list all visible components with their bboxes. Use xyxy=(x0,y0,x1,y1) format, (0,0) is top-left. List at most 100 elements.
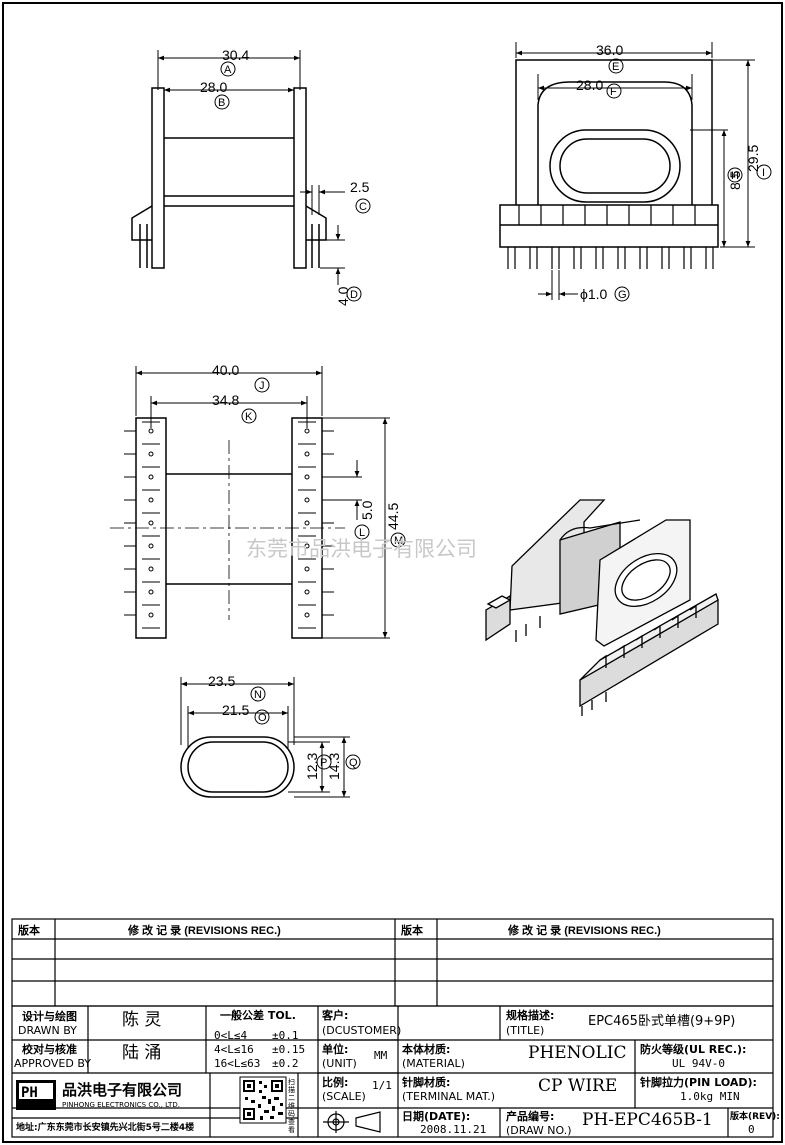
tol-val-2: ±0.15 xyxy=(272,1043,306,1056)
drawno-value: PH-EPC465B-1 xyxy=(582,1110,713,1130)
dim-d-letter: D xyxy=(350,289,358,301)
date-value: 2008.11.21 xyxy=(420,1123,487,1136)
dim-p-letter: P xyxy=(320,757,327,769)
rev-label: 版本(REV): xyxy=(730,1112,780,1122)
scale-label-cn: 比例: xyxy=(322,1076,349,1089)
scale-value: 1/1 xyxy=(372,1079,392,1092)
tol-range-2: 4<L≤16 xyxy=(214,1043,254,1056)
tolerance-title: 一般公差 TOL. xyxy=(220,1009,296,1022)
dim-q-value: 14.3 xyxy=(326,753,342,780)
dim-labels-oval: 23.5 N 21.5 O 12.3 P 14.3 Q xyxy=(208,673,361,780)
dim-n-value: 23.5 xyxy=(208,673,235,689)
dim-a-value: 30.4 xyxy=(222,47,249,63)
tol-range-1: 0<L≤4 xyxy=(214,1029,248,1042)
fire-value: UL 94V-0 xyxy=(672,1057,725,1070)
dim-labels-front: 36.0 E 28.0 F 8.5 H 29.5 I ϕ1.0 G xyxy=(576,42,772,302)
drawno-label-cn: 产品编号: xyxy=(506,1110,555,1123)
terminal-label-cn: 针脚材质: xyxy=(402,1076,451,1089)
checker-name: 陆 涌 xyxy=(122,1043,162,1063)
date-label: 日期(DATE): xyxy=(402,1110,471,1123)
unit-label-en: (UNIT) xyxy=(322,1057,357,1070)
rev-col-record-right: 修 改 记 录 (REVISIONS REC.) xyxy=(507,923,661,937)
title-value: EPC465卧式单槽(9+9P) xyxy=(588,1014,736,1029)
dim-e-letter: E xyxy=(612,61,619,73)
top-view-dims xyxy=(135,366,390,639)
design-label-en: DRAWN BY xyxy=(18,1024,77,1037)
dim-i-value: 29.5 xyxy=(745,145,761,172)
watermark: 东莞市品洪电子有限公司 xyxy=(246,537,477,561)
dim-k-letter: K xyxy=(245,411,253,423)
dim-m-value: 44.5 xyxy=(385,503,401,530)
unit-label-cn: 单位: xyxy=(322,1043,349,1056)
title-label-cn: 规格描述: xyxy=(506,1009,555,1022)
dim-c-letter: C xyxy=(359,201,367,213)
drawno-label-en: (DRAW NO.) xyxy=(506,1124,572,1137)
scale-label-en: (SCALE) xyxy=(322,1090,366,1103)
dim-j-letter: J xyxy=(259,380,265,392)
load-label: 针脚拉力(PIN LOAD): xyxy=(640,1076,757,1089)
material-label-cn: 本体材质: xyxy=(402,1043,451,1056)
dim-q-letter: Q xyxy=(349,757,358,769)
fire-label: 防火等级(UL REC.): xyxy=(640,1043,747,1056)
terminal-label-en: (TERMINAL MAT.) xyxy=(402,1090,496,1103)
rev-col-version-right: 版本 xyxy=(401,923,423,937)
tol-val-3: ±0.2 xyxy=(272,1057,299,1070)
qr-caption: 扫描二维码查看 xyxy=(288,1078,295,1134)
dim-j-value: 40.0 xyxy=(212,362,239,378)
dim-p-value: 12.3 xyxy=(304,753,320,780)
dim-f-value: 28.0 xyxy=(576,77,603,93)
side-view-dims xyxy=(157,50,345,285)
logo-text: PH xyxy=(21,1085,38,1101)
rev-value: 0 xyxy=(748,1123,755,1136)
company-address: 地址:广东东莞市长安镇先兴北街5号二楼4楼 xyxy=(16,1123,195,1133)
dim-labels-side: 30.4 A 28.0 B 2.5 C 4.0 D xyxy=(200,47,371,306)
dim-l-letter: L xyxy=(359,527,365,539)
dim-o-letter: O xyxy=(258,712,267,724)
material-value: PHENOLIC xyxy=(528,1043,627,1063)
oval-section xyxy=(180,736,295,798)
tol-val-1: ±0.1 xyxy=(272,1029,299,1042)
dim-c-value: 2.5 xyxy=(350,179,370,195)
dim-n-letter: N xyxy=(254,689,262,701)
dim-o-value: 21.5 xyxy=(222,702,249,718)
dim-g-letter: G xyxy=(618,289,627,301)
terminal-value: CP WIRE xyxy=(538,1076,618,1096)
tol-range-3: 16<L≤63 xyxy=(214,1057,261,1070)
oval-dims xyxy=(180,677,350,798)
company-name-cn: 品洪电子有限公司 xyxy=(62,1081,183,1099)
check-label-cn: 校对与核准 xyxy=(22,1043,77,1056)
company-name-en: PINHONG ELECTRONICS CO., LTD. xyxy=(62,1101,180,1109)
side-view xyxy=(131,87,327,269)
customer-label-cn: 客户: xyxy=(322,1009,349,1022)
load-value: 1.0kg MIN xyxy=(680,1090,740,1103)
title-label-en: (TITLE) xyxy=(506,1024,545,1037)
rev-col-record-left: 修 改 记 录 (REVISIONS REC.) xyxy=(127,923,281,937)
center-lines xyxy=(110,440,345,620)
dim-b-value: 28.0 xyxy=(200,79,227,95)
front-view-dims xyxy=(515,42,755,300)
isometric-view xyxy=(485,499,719,716)
dim-b-letter: B xyxy=(218,97,225,109)
qr-code xyxy=(239,1076,287,1124)
dim-i-letter: I xyxy=(762,167,765,179)
dim-f-letter: F xyxy=(610,86,617,98)
customer-label-en: (DCUSTOMER) xyxy=(322,1024,402,1037)
front-view-pins xyxy=(507,205,714,269)
unit-value: MM xyxy=(374,1049,388,1062)
dim-g-value: ϕ1.0 xyxy=(580,286,608,302)
rev-col-version-left: 版本 xyxy=(18,923,40,937)
check-label-en: APPROVED BY xyxy=(14,1057,92,1070)
dim-k-value: 34.8 xyxy=(212,392,239,408)
dim-labels-top: 40.0 J 34.8 K 5.0 L 44.5 M xyxy=(212,362,406,548)
company-logo: PH xyxy=(16,1080,56,1110)
dim-h-value: 8.5 xyxy=(727,170,743,190)
dim-e-value: 36.0 xyxy=(596,42,623,58)
dim-d-value: 4.0 xyxy=(335,286,351,306)
dim-h-letter: H xyxy=(731,170,739,182)
designer-name: 陈 灵 xyxy=(122,1010,162,1030)
title-block-grid xyxy=(11,1005,774,1138)
material-label-en: (MATERIAL) xyxy=(402,1057,465,1070)
front-view xyxy=(499,59,719,248)
